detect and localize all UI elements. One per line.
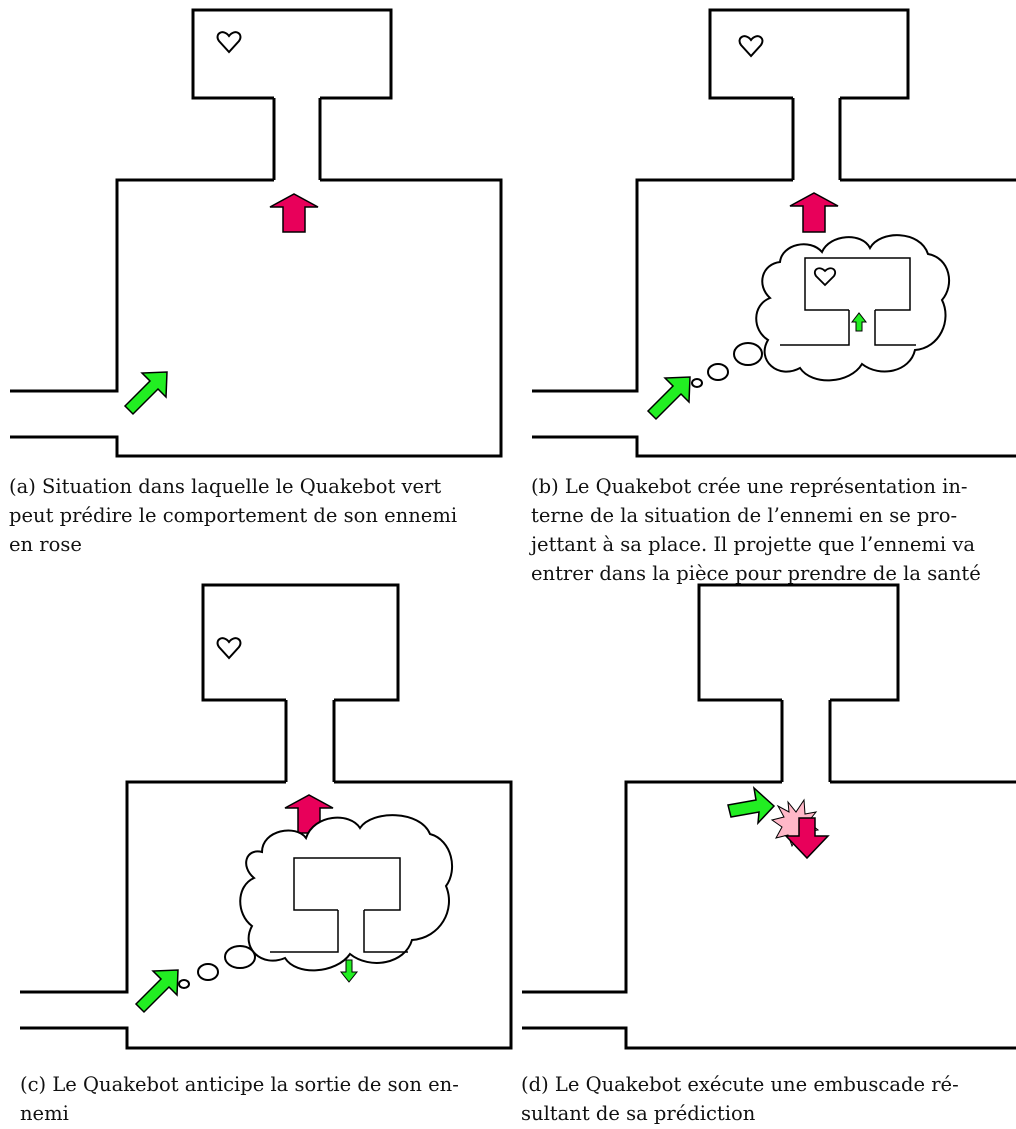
heart-icon [813, 267, 837, 287]
map-a [10, 8, 503, 458]
enemy-arrow [284, 794, 334, 834]
enemy-arrow [269, 193, 319, 233]
mini-map [780, 257, 916, 346]
bot-arrow [123, 371, 168, 416]
enemy-arrow [789, 192, 839, 233]
caption-line: (a) Situation dans laquelle le Quakebot … [9, 475, 442, 498]
caption-line: en rose [9, 533, 82, 556]
caption-line: nemi [20, 1102, 69, 1125]
map-d [522, 583, 1016, 1050]
map-b [532, 8, 1016, 458]
caption-d: (d) Le Quakebot exécute une embuscade ré… [521, 1070, 1013, 1128]
caption-line: jettant à sa place. Il projette que l’en… [531, 533, 975, 556]
bot-arrow [134, 969, 179, 1014]
caption-b: (b) Le Quakebot crée une représentation … [531, 472, 1016, 588]
wall-main-room-bottom [10, 178, 503, 458]
thought-bubble [178, 814, 454, 989]
panel-a: (a) Situation dans laquelle le Quakebot … [0, 0, 508, 560]
heart-icon [216, 637, 242, 660]
caption-line: sultant de sa prédiction [521, 1102, 756, 1125]
panel-b: (b) Le Quakebot crée une représentation … [531, 8, 1016, 585]
wall-room-top [201, 583, 400, 702]
caption-a: (a) Situation dans laquelle le Quakebot … [9, 472, 497, 559]
heart-icon [738, 35, 764, 58]
wall-main-room-floor [522, 1026, 1016, 1050]
wall-main-room-floor [532, 435, 1016, 458]
wall-main-room [522, 780, 782, 994]
wall-main-room-bottom [20, 780, 513, 1050]
bot-arrow [646, 376, 691, 421]
wall-main-room [10, 178, 274, 393]
mini-map [270, 857, 408, 953]
caption-line: peut prédire le comportement de son enne… [9, 504, 458, 527]
wall-room-top [708, 8, 910, 100]
wall-room-top [697, 583, 900, 702]
panel-c: (c) Le Quakebot anticipe la sortie de so… [0, 580, 520, 1129]
bot-arrow [850, 312, 868, 332]
heart-icon [216, 31, 242, 54]
caption-line: entrer dans la pièce pour prendre de la … [531, 562, 981, 585]
bot-arrow [727, 786, 776, 826]
wall-main-room [20, 780, 286, 994]
wall-room-top [191, 8, 393, 100]
map-c [20, 583, 513, 1050]
bot-arrow [339, 959, 359, 983]
caption-line: terne de la situation de l’ennemi en se … [531, 504, 958, 527]
caption-line: (b) Le Quakebot crée une représentation … [531, 475, 968, 498]
caption-line: (d) Le Quakebot exécute une embuscade ré… [521, 1073, 959, 1096]
wall-main-room [532, 178, 793, 393]
caption-line: (c) Le Quakebot anticipe la sortie de so… [20, 1073, 459, 1096]
panel-d: (d) Le Quakebot exécute une embuscade ré… [520, 580, 1016, 1129]
enemy-arrow [784, 817, 830, 860]
caption-c: (c) Le Quakebot anticipe la sortie de so… [20, 1070, 510, 1128]
